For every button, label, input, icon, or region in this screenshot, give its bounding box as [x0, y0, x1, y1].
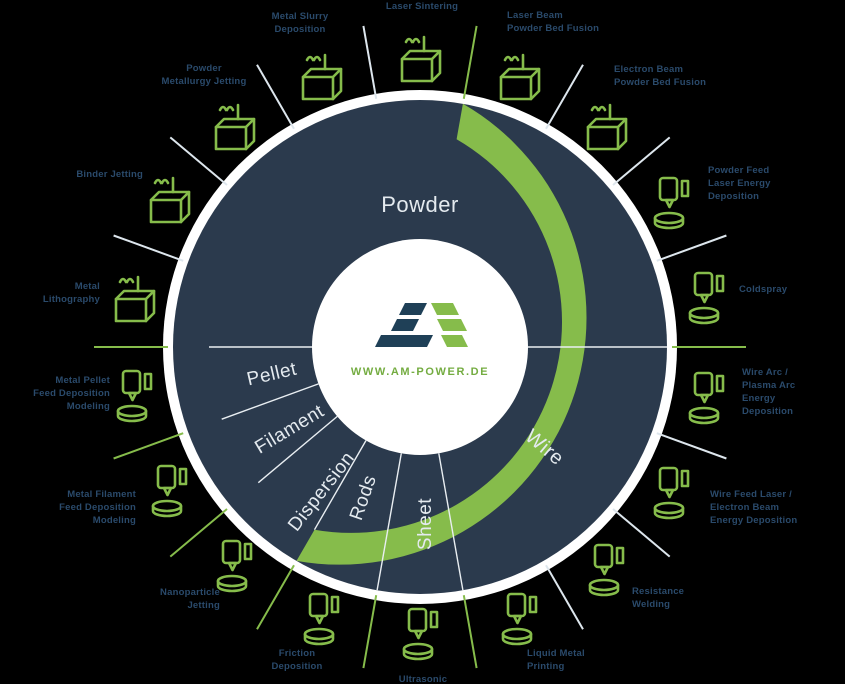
logo-stripes — [375, 303, 468, 347]
tech-label-nanoparticle-jetting: Nanoparticle Jetting — [160, 587, 220, 611]
electron-beam-powder-bed-fusion-icon — [586, 103, 628, 151]
tech-label-metal-selective-laser-sintering: Metal Selective Laser Sintering — [385, 1, 459, 12]
tech-label-coldspray: Coldspray — [739, 284, 788, 295]
binder-jetting-icon — [149, 176, 191, 224]
tech-label-binder-jetting: Binder Jetting — [76, 169, 143, 180]
divider-wire-sheet — [438, 453, 464, 591]
divider-rods-dispersion — [313, 440, 367, 531]
segment-dividers — [209, 346, 667, 591]
wire-feed-laser-electron-beam-energy-deposition-icon — [653, 466, 690, 520]
metal-slurry-deposition-icon — [301, 53, 343, 101]
powder-feed-laser-energy-deposition-icon — [653, 176, 690, 230]
powder-metallurgy-jetting-icon — [214, 103, 256, 151]
green-ticks — [94, 25, 746, 669]
tech-label-ultrasonic: Ultrasonic — [398, 674, 448, 684]
am-power-logo-mark — [375, 303, 468, 347]
laser-beam-powder-bed-fusion-icon — [499, 53, 541, 101]
segment-label-sheet: Sheet — [415, 497, 436, 551]
metal-filament-feed-deposition-modeling-icon — [151, 464, 188, 518]
tech-label-metal-lithography: Metal Lithography — [42, 281, 100, 305]
am-power-logo — [374, 303, 468, 358]
metal-pellet-feed-deposition-modeling-icon — [116, 369, 153, 423]
tech-label-powder-metallurgy-jetting: Powder Metallurgy Jetting — [161, 63, 247, 87]
tech-label-metal-slurry-deposition: Metal Slurry Deposition — [271, 11, 329, 35]
tech-label-laser-beam-powder-bed-fusion: Laser Beam Powder Bed Fusion — [507, 10, 600, 34]
divider-dispersion-filament — [257, 415, 338, 484]
resistance-welding-icon — [588, 543, 625, 597]
wire-arc-plasma-arc-energy-deposition-icon — [688, 371, 725, 425]
segment-label-powder: Powder — [381, 192, 459, 217]
tech-label-liquid-metal-printing: Liquid Metal Printing — [527, 648, 585, 672]
tech-label-wire-arc-plasma-arc-energy-deposition: Wire Arc / Plasma Arc Energy Deposition — [742, 367, 796, 417]
white-ticks — [113, 25, 727, 630]
tech-label-powder-feed-laser-energy-deposition: Powder Feed Laser Energy Deposition — [708, 165, 771, 202]
am-power-url: WWW.AM-POWER.DE — [350, 366, 490, 378]
nanoparticle-jetting-icon — [216, 539, 253, 593]
tech-label-metal-pellet-feed-deposition-modeling: Metal Pellet Feed Deposition Modeling — [33, 375, 110, 412]
tech-label-friction-deposition: Friction Deposition — [271, 648, 323, 672]
coldspray-icon — [688, 271, 725, 325]
liquid-metal-printing-icon — [501, 592, 538, 646]
tech-label-electron-beam-powder-bed-fusion: Electron Beam Powder Bed Fusion — [614, 64, 707, 88]
divider-filament-pellet — [221, 383, 319, 420]
ultrasonic-icon — [402, 607, 439, 661]
tech-label-resistance-welding: Resistance Welding — [632, 586, 685, 610]
friction-deposition-icon — [303, 592, 340, 646]
tech-label-wire-feed-laser-electron-beam-energy-deposition: Wire Feed Laser / Electron Beam Energy D… — [710, 489, 798, 526]
metal-selective-laser-sintering-icon — [400, 35, 442, 83]
metal-lithography-icon — [114, 275, 156, 323]
divider-sheet-rods — [376, 453, 402, 591]
tech-label-metal-filament-feed-deposition-modeling: Metal Filament Feed Deposition Modeling — [59, 489, 136, 526]
